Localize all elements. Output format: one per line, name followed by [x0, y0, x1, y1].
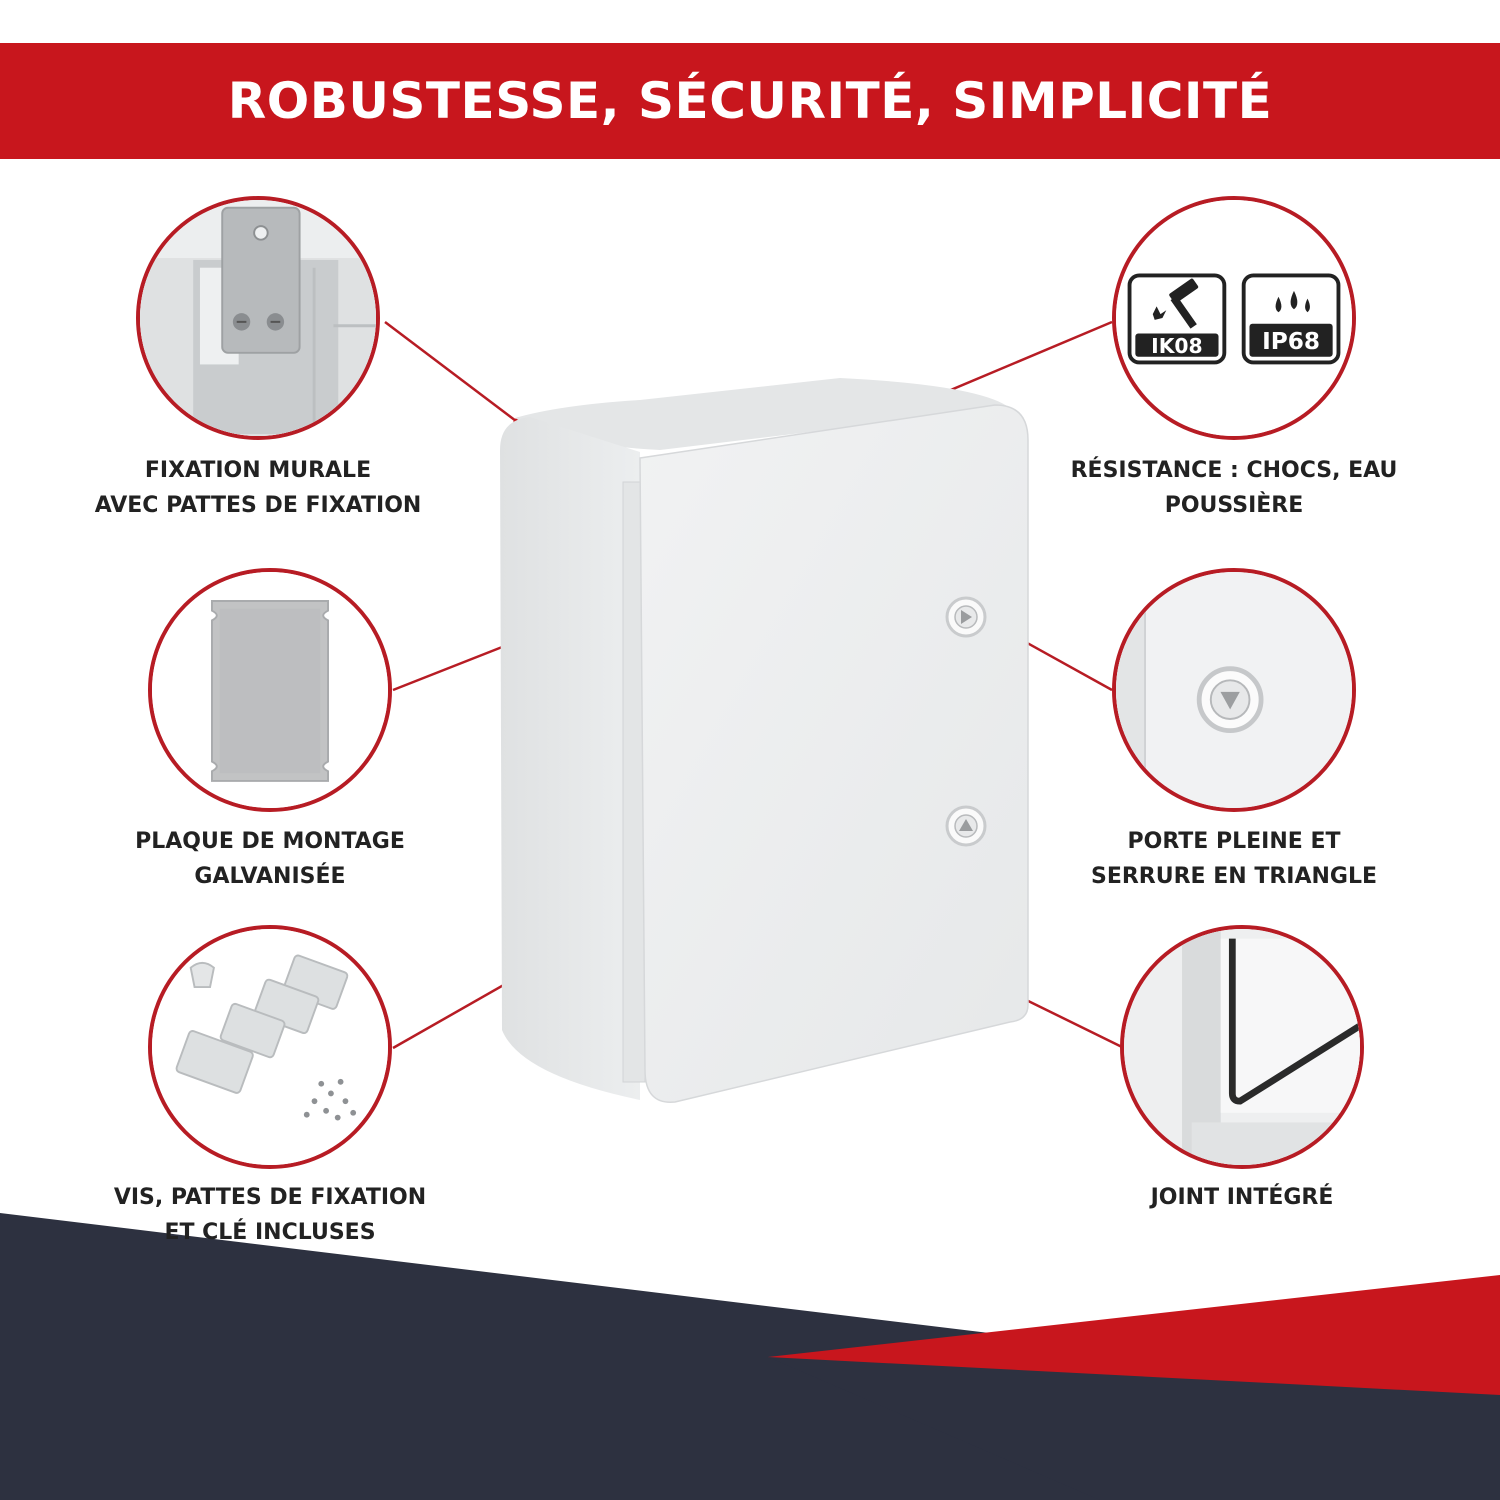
ik08-badge-text: IK08	[1151, 334, 1203, 358]
triangle-lock-icon	[945, 805, 987, 847]
accessories-label: VIS, PATTES DE FIXATION ET CLÉ INCLUSES	[113, 1185, 427, 1245]
door-lock-label: PORTE PLEINE ET SERRURE EN TRIANGLE	[1090, 829, 1378, 889]
title-banner: ROBUSTESSE, SÉCURITÉ, SIMPLICITÉ	[0, 43, 1500, 159]
mounting-plate-image	[148, 568, 392, 812]
hammer-icon	[1152, 278, 1199, 329]
wall-mount-image	[136, 196, 380, 440]
page-title: ROBUSTESSE, SÉCURITÉ, SIMPLICITÉ	[227, 72, 1273, 130]
water-drops-icon	[1275, 290, 1310, 313]
resistance-label: RÉSISTANCE : CHOCS, EAU POUSSIÈRE	[1070, 458, 1398, 518]
triangle-lock-icon	[945, 596, 987, 638]
accessories-image	[148, 925, 392, 1169]
rating-badges-image: IK08 IP68	[1112, 196, 1356, 440]
mounting-plate-label: PLAQUE DE MONTAGE GALVANISÉE	[135, 829, 405, 889]
wall-mount-label: FIXATION MURALE AVEC PATTES DE FIXATION	[94, 458, 422, 518]
ip68-badge-text: IP68	[1262, 328, 1320, 355]
integrated-gasket-image	[1120, 925, 1364, 1169]
gasket-label: JOINT INTÉGRÉ	[1150, 1185, 1334, 1210]
triangle-lock-image	[1112, 568, 1356, 812]
